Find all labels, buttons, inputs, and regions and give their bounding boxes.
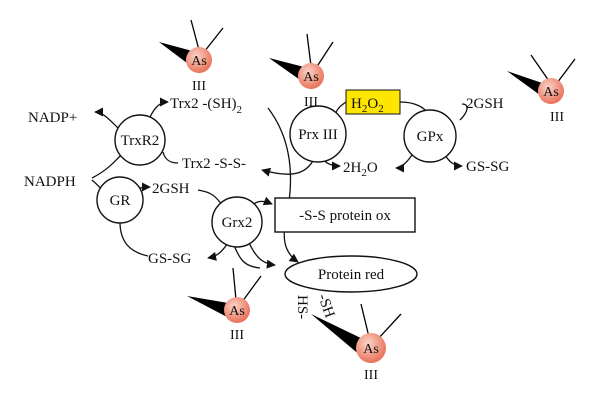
enzyme-prx3: Prx III — [289, 105, 347, 163]
sh-group-1: HS- — [294, 295, 310, 319]
line-gssg-to-gr — [119, 221, 149, 257]
arsenic-icon: As III — [159, 19, 224, 94]
arrow-nadph-to-trxr2 — [91, 151, 125, 179]
enzyme-grx2: Grx2 — [211, 196, 263, 248]
protein-ox-label: -S-S protein ox — [299, 208, 391, 224]
enzyme-gpx: GPx — [403, 109, 457, 163]
trxr2-label: TrxR2 — [121, 133, 160, 149]
arrow-gpx-to-gssg — [444, 154, 463, 171]
arrow-trxr2-to-trx2-red — [149, 97, 169, 118]
gsh-right-label: 2GSH — [466, 96, 504, 112]
h2o2-badge: H2O2 — [345, 89, 401, 115]
svg-text:III: III — [550, 110, 564, 125]
svg-text:III: III — [364, 368, 378, 383]
arsenic-icon: As III — [269, 33, 334, 110]
arrow-gpx-to-h2o — [395, 154, 413, 173]
gpx-label: GPx — [417, 129, 444, 145]
svg-text:As: As — [363, 342, 379, 357]
protein-red-label: Protein red — [318, 267, 385, 283]
h2o-label: 2H2O — [343, 160, 378, 179]
arsenic-icon: As III — [311, 303, 402, 383]
arsenic-icon: As III — [187, 267, 262, 343]
sh-group-2: -SH — [314, 292, 337, 320]
svg-text:As: As — [303, 70, 319, 85]
nadph-label: NADPH — [24, 174, 76, 190]
grx2-label: Grx2 — [222, 215, 253, 231]
trx2-reduced-label: Trx2 -(SH)2 — [170, 96, 242, 116]
arrow-trxr2-to-nadp — [94, 107, 119, 129]
svg-text:III: III — [230, 328, 244, 343]
svg-text:As: As — [191, 54, 207, 69]
gssg-left-label: GS-SG — [148, 251, 192, 267]
line-h2o2-to-prx — [335, 101, 347, 115]
enzyme-trxr2: TrxR2 — [114, 114, 166, 166]
svg-text:III: III — [304, 95, 318, 110]
trx2-oxidized-label: Trx2 -S-S- — [182, 156, 246, 172]
gssg-right-label: GS-SG — [466, 159, 510, 175]
line-trx2-ox-to-trxr2 — [162, 151, 179, 164]
h2o2-label: H2O2 — [351, 96, 384, 115]
svg-text:III: III — [192, 79, 206, 94]
arsenic-icon: III As — [507, 54, 576, 125]
prx3-label: Prx III — [298, 127, 338, 143]
gr-label: GR — [110, 193, 131, 209]
line-grx2-to-gsh — [197, 189, 223, 206]
arrow-grx2-to-protein-red — [247, 239, 276, 269]
gsh-left-label: 2GSH — [152, 181, 190, 197]
protein-red-ellipse: Protein red — [284, 255, 418, 293]
svg-text:As: As — [229, 304, 245, 319]
nadp-plus-label: NADP+ — [28, 110, 77, 126]
svg-text:As: As — [543, 85, 559, 100]
enzyme-gr: GR — [96, 176, 144, 224]
protein-ox-box: -S-S protein ox — [274, 197, 416, 233]
line-gsh-to-gpx — [459, 103, 468, 121]
